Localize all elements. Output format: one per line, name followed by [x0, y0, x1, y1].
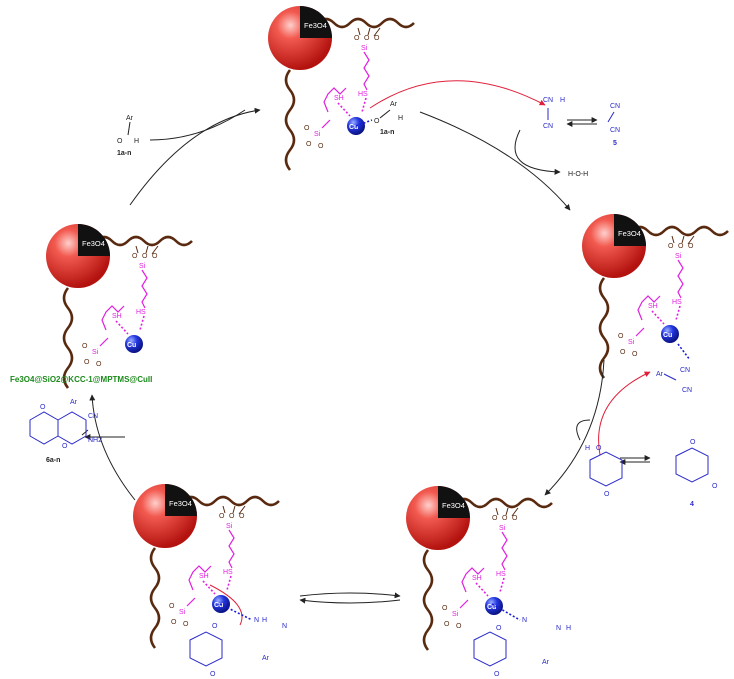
malononitrile: CN H CN CN CN 5: [543, 97, 620, 147]
svg-text:Fe3O4: Fe3O4: [82, 239, 105, 248]
michael-adduct-right: N N H O O Ar: [473, 603, 571, 678]
water-byproduct: H-O-H: [568, 171, 588, 178]
svg-text:O: O: [712, 483, 718, 490]
svg-text:Ar: Ar: [262, 655, 270, 662]
svg-text:CN: CN: [543, 123, 553, 130]
svg-text:4: 4: [690, 501, 694, 508]
catalyst-unit-right-lower: Fe3O4: [404, 484, 554, 652]
svg-text:H: H: [560, 97, 565, 104]
svg-text:CN: CN: [610, 127, 620, 134]
michael-adduct-left: N H N O O Ar: [189, 603, 287, 678]
svg-text:H: H: [585, 445, 590, 452]
svg-text:O: O: [212, 623, 218, 630]
svg-text:Ar: Ar: [126, 115, 134, 122]
svg-text:O: O: [210, 671, 216, 678]
svg-text:Ar: Ar: [70, 399, 78, 406]
svg-text:Ar: Ar: [542, 659, 550, 666]
svg-text:O: O: [494, 671, 500, 678]
svg-text:Fe3O4: Fe3O4: [304, 21, 327, 30]
cycle-arrows: [81, 107, 651, 604]
catalyst-unit-right-upper: Fe3O4: [580, 212, 730, 380]
catalyst-name-label: Fe3O4@SiO2@KCC-1@MPTMS@CuII: [10, 375, 152, 384]
svg-text:O: O: [596, 445, 602, 452]
svg-text:Ar: Ar: [390, 101, 398, 108]
svg-text:N: N: [254, 617, 259, 624]
svg-text:Fe3O4: Fe3O4: [618, 229, 641, 238]
aldehyde-bound: O Ar H 1a-n: [355, 101, 403, 136]
dimedone-keto: O O 4: [675, 439, 718, 508]
svg-text:O: O: [496, 625, 502, 632]
red-electron-arrows: [209, 80, 651, 626]
svg-text:Ar: Ar: [656, 371, 664, 378]
svg-text:H: H: [262, 617, 267, 624]
catalyst-unit-left: Fe3O4: [44, 222, 194, 390]
svg-text:1a-n: 1a-n: [117, 150, 131, 157]
svg-text:O: O: [690, 439, 696, 446]
product-chromene: O Ar CN NH2 O 6a-n: [29, 399, 102, 464]
svg-text:O: O: [62, 443, 68, 450]
svg-text:1a-n: 1a-n: [380, 129, 394, 136]
svg-text:N: N: [522, 617, 527, 624]
catalyst-unit-bottom-left: Fe3O4: [131, 482, 281, 650]
svg-text:CN: CN: [682, 387, 692, 394]
svg-text:Fe3O4: Fe3O4: [442, 501, 465, 510]
svg-text:O: O: [40, 404, 46, 411]
aldehyde-reagent: Ar O H 1a-n: [117, 115, 139, 157]
svg-text:CN: CN: [543, 97, 553, 104]
svg-text:N: N: [282, 623, 287, 630]
svg-text:CN: CN: [680, 367, 690, 374]
svg-text:O: O: [374, 118, 380, 125]
svg-text:O: O: [604, 491, 610, 498]
svg-text:Fe3O4: Fe3O4: [169, 499, 192, 508]
svg-text:H: H: [398, 115, 403, 122]
svg-text:5: 5: [613, 140, 617, 147]
knoevenagel-adduct: Ar CN CN: [656, 343, 692, 394]
svg-text:N: N: [556, 625, 561, 632]
dimedone-enol: H O O: [585, 445, 623, 498]
svg-text:CN: CN: [88, 413, 98, 420]
svg-text:H: H: [566, 625, 571, 632]
svg-text:O: O: [117, 138, 123, 145]
svg-text:NH2: NH2: [88, 437, 102, 444]
svg-text:CN: CN: [610, 103, 620, 110]
svg-text:6a-n: 6a-n: [46, 457, 60, 464]
catalyst-unit-top: Fe3O4: [266, 4, 416, 172]
svg-text:H: H: [134, 138, 139, 145]
